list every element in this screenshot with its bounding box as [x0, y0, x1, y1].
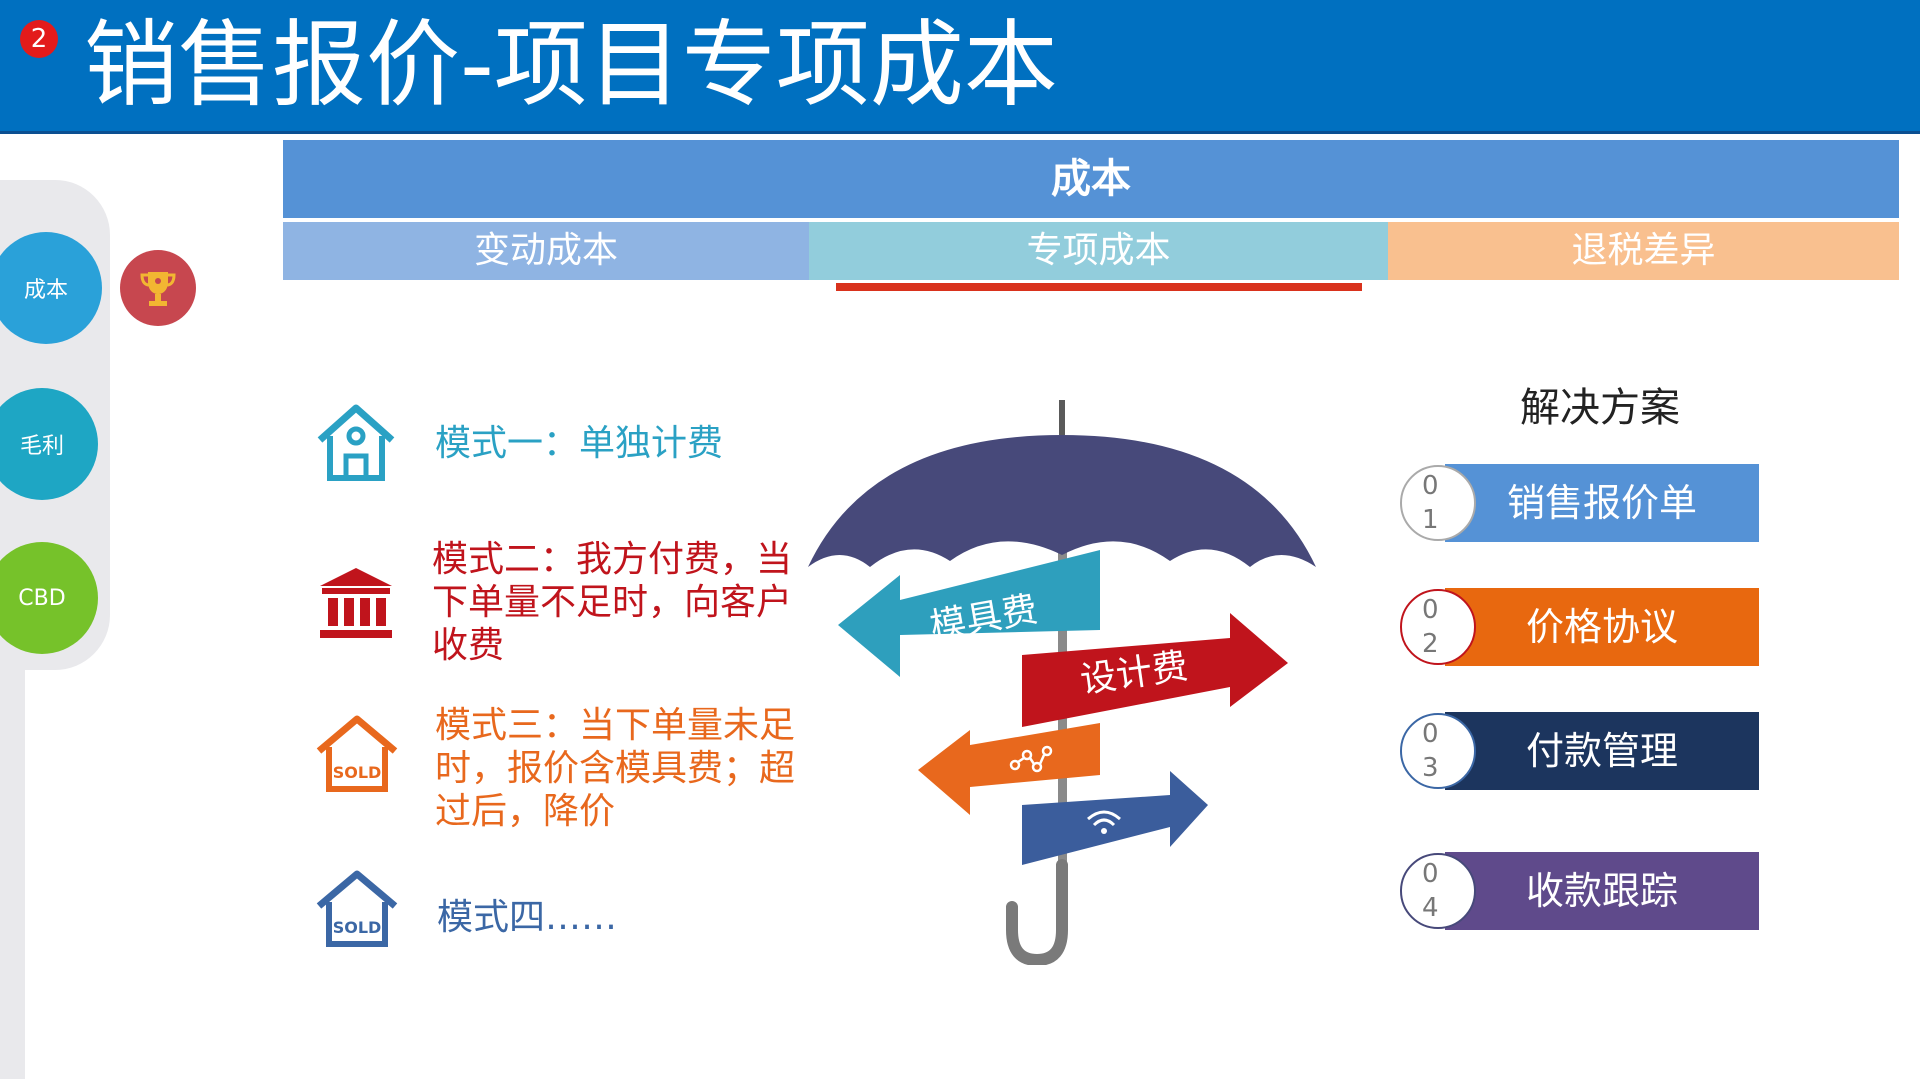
solution-price-agreement[interactable]: 价格协议: [1445, 588, 1759, 666]
mode-3-text: 模式三：当下单量未足时，报价含模具费；超过后，降价: [435, 705, 796, 832]
header-divider: [0, 131, 1920, 134]
nav-item-label: CBD: [18, 585, 66, 611]
mode-1-text: 模式一：单独计费: [435, 423, 724, 464]
wifi-icon: [1087, 810, 1121, 834]
solution-label: 销售报价单: [1506, 481, 1697, 525]
active-tab-indicator: [836, 283, 1362, 291]
solutions-title: 解决方案: [1520, 385, 1680, 431]
solution-label: 价格协议: [1525, 605, 1678, 649]
mode-2-text: 模式二：我方付费，当下单量不足时，向客户收费: [432, 539, 793, 666]
mode-4-text: 模式四……: [437, 897, 618, 938]
header-bar: 2 销售报价-项目专项成本: [0, 0, 1920, 134]
svg-text:SOLD: SOLD: [333, 763, 382, 782]
sign-design-fee: [1022, 613, 1288, 727]
solution-number-3: 0 3: [1400, 713, 1476, 789]
solution-number-1: 0 1: [1400, 465, 1476, 541]
svg-text:SOLD: SOLD: [333, 918, 382, 937]
solution-sales-quote[interactable]: 销售报价单: [1445, 464, 1759, 542]
house-icon: [317, 404, 395, 481]
nav-item-profit[interactable]: 毛利: [0, 388, 98, 500]
solution-number-4: 0 4: [1400, 853, 1476, 929]
nav-item-cost[interactable]: 成本: [0, 232, 102, 344]
tab-special-cost[interactable]: 专项成本: [809, 222, 1388, 280]
bank-icon: [320, 568, 392, 638]
sign-mold-fee: [838, 550, 1100, 677]
sold-house-icon: SOLD: [316, 715, 398, 792]
nav-item-cbd[interactable]: CBD: [0, 542, 98, 654]
nav-item-label: 成本: [23, 278, 68, 303]
sign-network: [918, 723, 1100, 815]
slide-number-badge: 2: [20, 20, 58, 58]
page-title: 销售报价-项目专项成本: [84, 11, 1058, 120]
tab-variable-cost[interactable]: 变动成本: [283, 222, 809, 280]
sold-house-icon: SOLD: [316, 870, 398, 947]
solution-label: 收款跟踪: [1525, 869, 1678, 913]
nav-item-label: 毛利: [19, 434, 64, 459]
umbrella-illustration: 模具费 设计费: [808, 400, 1316, 965]
trophy-icon: [120, 250, 196, 326]
solution-receipt-tracking[interactable]: 收款跟踪: [1445, 852, 1759, 930]
tab-tax-refund-diff[interactable]: 退税差异: [1388, 222, 1899, 280]
solution-number-2: 0 2: [1400, 589, 1476, 665]
solution-payment-management[interactable]: 付款管理: [1445, 712, 1759, 790]
solution-label: 付款管理: [1525, 729, 1678, 773]
sign-wifi: [1022, 771, 1208, 865]
network-icon: [1009, 745, 1053, 773]
cost-header: 成本: [283, 140, 1899, 218]
